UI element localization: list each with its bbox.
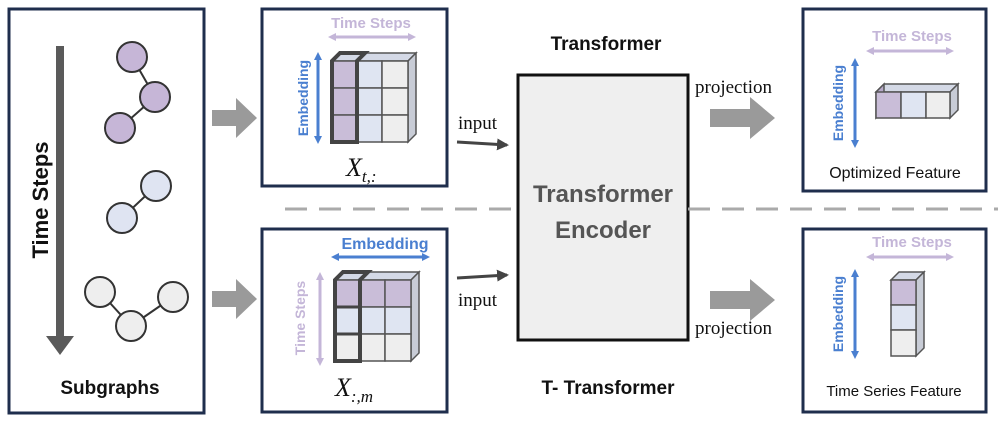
subgraphs-panel: Time Steps Subgraphs xyxy=(7,7,206,415)
top-x-label: Xt,: xyxy=(345,153,377,186)
subgraph-2 xyxy=(106,170,172,234)
gray-arrow-bottom-left xyxy=(212,279,257,319)
time-down-arrow xyxy=(46,46,74,355)
bottom-time-steps-label: Time Steps xyxy=(292,281,308,356)
transformer-title: Transformer xyxy=(551,34,662,55)
transformer-encoder: Transformer Encoder xyxy=(516,73,690,342)
optimized-feature-cubes xyxy=(874,82,960,120)
top-input-panel: Time Steps Embedding Xt,: xyxy=(260,7,449,188)
top-projection-label: projection xyxy=(695,77,773,98)
encoder-line1: Transformer xyxy=(533,181,673,208)
opt-embedding-label: Embedding xyxy=(830,65,846,141)
top-time-steps-label: Time Steps xyxy=(331,15,411,32)
subgraph-3 xyxy=(84,276,189,342)
subgraph-1 xyxy=(104,41,171,144)
subgraphs-label: Subgraphs xyxy=(60,378,159,399)
bottom-input-panel: Embedding Time Steps X:,m xyxy=(260,227,449,414)
bottom-input-arrow xyxy=(456,269,509,282)
gray-arrow-top-right xyxy=(710,97,775,139)
gray-arrow-top-left xyxy=(212,98,257,138)
bottom-projection-label: projection xyxy=(695,318,773,339)
bottom-x-label: X:,m xyxy=(334,373,373,406)
t-transformer-title: T- Transformer xyxy=(541,378,675,399)
time-series-feature-label: Time Series Feature xyxy=(826,383,961,400)
bottom-input-label: input xyxy=(458,290,498,311)
optimized-feature-label: Optimized Feature xyxy=(829,165,961,182)
top-cube-grid xyxy=(330,51,418,144)
ts-time-steps-label: Time Steps xyxy=(872,234,952,251)
top-embedding-label: Embedding xyxy=(295,60,311,136)
encoder-line2: Encoder xyxy=(555,217,651,244)
top-input-arrow xyxy=(456,138,509,151)
time-series-feature-panel: Time Steps Embedding Time Series Feature xyxy=(801,227,988,414)
bottom-embedding-label: Embedding xyxy=(341,236,428,253)
bottom-cube-grid xyxy=(333,270,421,363)
ts-embedding-label: Embedding xyxy=(830,276,846,352)
opt-time-steps-label: Time Steps xyxy=(872,28,952,45)
top-input-label: input xyxy=(458,113,498,134)
time-series-feature-cubes xyxy=(889,270,926,358)
gray-arrow-bottom-right xyxy=(710,279,775,321)
time-steps-vertical-label: Time Steps xyxy=(28,142,53,259)
optimized-feature-panel: Time Steps Embedding Optimized Feature xyxy=(801,7,988,193)
